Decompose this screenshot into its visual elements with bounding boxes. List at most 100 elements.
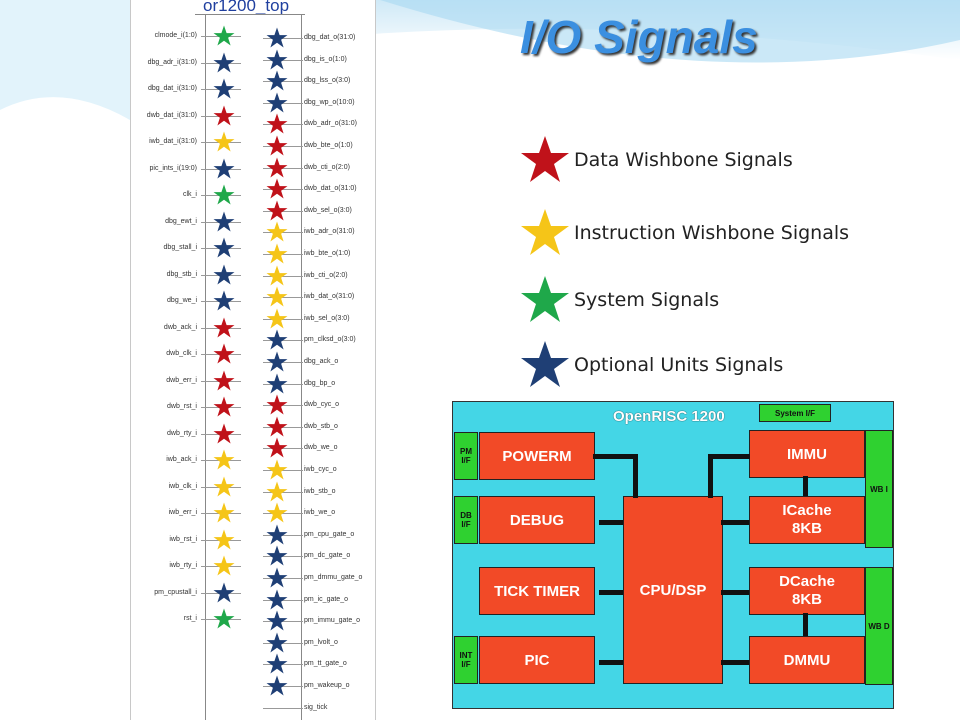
output-pin-label: iwb_cyc_o — [304, 466, 337, 473]
output-pin-label: pm_immu_gate_o — [304, 617, 361, 625]
instruction-star-icon — [266, 308, 288, 329]
pin-wire — [263, 146, 303, 147]
pin-wire — [263, 340, 303, 342]
tick-timer-box: TICK TIMER — [479, 567, 595, 615]
pin-wire — [263, 686, 303, 687]
connector — [803, 476, 808, 496]
pin-wire — [263, 167, 303, 169]
instruction-star-icon — [266, 243, 288, 264]
optional-star-icon — [266, 524, 288, 545]
output-pin-label: dbg_wp_o(10:0) — [304, 98, 355, 106]
block-diagram-title: OpenRISC 1200 — [613, 408, 725, 425]
pm-if-box: PM I/F — [454, 432, 478, 480]
red-star-icon — [521, 136, 569, 182]
pin-wire — [263, 383, 303, 385]
connector — [721, 520, 749, 525]
pin-wire — [263, 621, 303, 623]
pin-wire — [263, 102, 303, 104]
data-star-icon — [213, 423, 235, 443]
pin-wire — [263, 124, 303, 126]
dcache-box: DCache 8KB — [749, 567, 865, 615]
optional-star-icon — [266, 567, 288, 588]
instruction-star-icon — [213, 555, 235, 576]
output-pin-label: pm_lvolt_o — [304, 638, 338, 646]
icache-label: ICache 8KB — [782, 502, 832, 537]
output-pin-label: dwb_bte_o(1:0) — [304, 142, 353, 149]
or1200-top-pin-diagram: or1200_top clmode_i(1:0)dbg_adr_i(31:0)d… — [130, 0, 376, 720]
pin-wire — [263, 707, 303, 709]
output-pin-label: dbg_lss_o(3:0) — [304, 77, 351, 85]
debug-box: DEBUG — [479, 496, 595, 544]
legend-label: Instruction Wishbone Signals — [574, 222, 850, 244]
input-pin-label: dbg_stall_i — [163, 244, 197, 251]
input-pin-label: dwb_dat_i(31:0) — [146, 111, 197, 119]
icache-box: ICache 8KB — [749, 496, 865, 544]
instruction-star-icon — [213, 131, 235, 152]
pin-wire — [263, 297, 303, 299]
cpu-dsp-box: CPU/DSP — [623, 496, 723, 684]
optional-star-icon — [266, 92, 288, 113]
pin-wire — [263, 81, 303, 83]
wb-i-box: WB I — [865, 430, 893, 548]
instruction-star-icon — [213, 502, 235, 523]
db-if-box: DB I/F — [454, 496, 478, 544]
pin-wire — [263, 470, 303, 471]
instruction-star-icon — [213, 449, 235, 470]
pin-wire — [263, 599, 303, 601]
input-pin-label: dbg_dat_i(31:0) — [147, 85, 197, 92]
data-star-icon — [213, 105, 235, 125]
output-pin-label: dbg_is_o(1:0) — [304, 55, 347, 63]
optional-star-icon — [266, 373, 288, 394]
optional-star-icon — [213, 52, 235, 72]
output-pin-label: dwb_we_o — [304, 444, 338, 452]
output-pin-label: pm_clksd_o(3:0) — [304, 336, 356, 344]
pin-wire — [263, 556, 303, 558]
system-star-icon — [213, 184, 235, 205]
data-star-icon — [266, 135, 288, 156]
data-star-icon — [266, 394, 288, 415]
legend-label: Data Wishbone Signals — [574, 149, 793, 171]
openrisc-block-diagram: OpenRISC 1200 System I/F PM I/F DB I/F I… — [452, 401, 894, 709]
output-pin-label: iwb_we_o — [304, 509, 336, 517]
system-if-box: System I/F — [759, 404, 831, 422]
input-pin-label: iwb_rty_i — [169, 562, 197, 569]
blue-star-icon — [521, 341, 569, 387]
system-star-icon — [213, 608, 235, 629]
input-pin-label: dbg_ewt_i — [165, 217, 197, 225]
output-pin-label: pm_dmmu_gate_o — [304, 574, 363, 581]
pin-wire — [263, 318, 303, 320]
top-border-line — [195, 14, 305, 15]
pin-wire — [263, 426, 303, 428]
data-star-icon — [266, 416, 288, 437]
input-pin-label: pic_ints_i(19:0) — [149, 164, 197, 172]
connector — [708, 454, 713, 498]
output-pin-label: iwb_bte_o(1:0) — [304, 250, 351, 257]
input-pin-label: dwb_rty_i — [167, 429, 197, 437]
pin-wire — [263, 405, 303, 407]
instruction-star-icon — [266, 459, 288, 480]
optional-star-icon — [266, 653, 288, 674]
optional-star-icon — [213, 211, 235, 231]
connector — [599, 660, 623, 665]
input-pin-label: dwb_err_i — [166, 376, 197, 384]
connector — [593, 454, 637, 459]
int-if-box: INT I/F — [454, 636, 478, 684]
output-pin-label: pm_dc_gate_o — [304, 552, 351, 560]
yellow-star-icon — [521, 209, 569, 255]
output-pin-label: pm_tt_gate_o — [304, 660, 347, 668]
pin-wire — [263, 210, 303, 212]
pin-wire — [263, 513, 303, 515]
input-pin-label: iwb_dat_i(31:0) — [149, 138, 197, 145]
green-star-icon — [521, 276, 569, 322]
output-pin-label: pm_wakeup_o — [304, 682, 350, 689]
connector — [803, 613, 808, 636]
optional-star-icon — [266, 27, 288, 48]
pin-wire — [263, 448, 303, 450]
left-spine — [205, 14, 206, 720]
output-pin-label: dwb_dat_o(31:0) — [304, 185, 357, 193]
pin-wire — [263, 254, 303, 255]
data-star-icon — [266, 157, 288, 178]
input-pin-label: clk_i — [182, 191, 197, 198]
instruction-star-icon — [266, 286, 288, 307]
optional-star-icon — [213, 158, 235, 178]
